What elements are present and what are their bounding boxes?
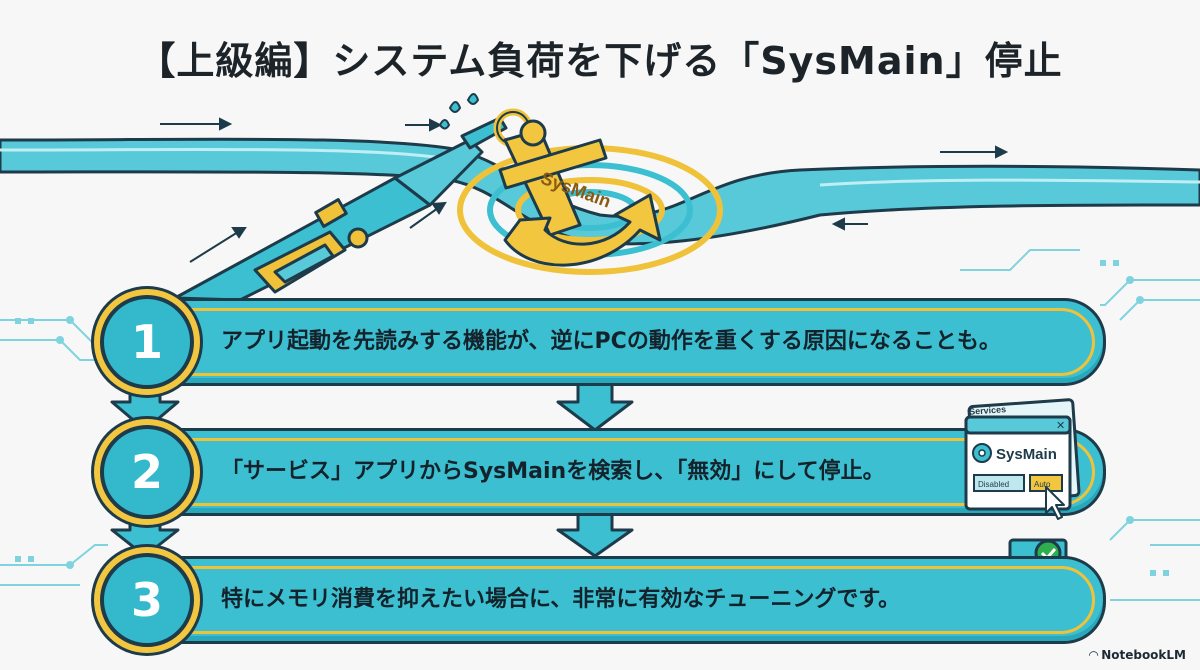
services-option-disabled: Disabled [978, 480, 1009, 489]
services-sysmain-name: SysMain [996, 446, 1057, 463]
step-2-text: 「サービス」アプリからSysMainを検索し、「無効」にして停止。 [221, 459, 885, 484]
circuit-dots [15, 260, 1169, 576]
services-window-title: Services [969, 404, 1007, 417]
notebooklm-logo-icon: ◠ [1088, 648, 1099, 662]
step-3-text: 特にメモリ消費を抑えたい場合に、非常に有効なチューニングです。 [221, 587, 901, 612]
step-2-bar: 「サービス」アプリからSysMainを検索し、「無効」にして停止。 [130, 428, 1106, 516]
splash-drops [438, 93, 480, 130]
cursor-icon [1045, 486, 1065, 520]
step-1-number: 1 [100, 295, 194, 389]
crane-arm [173, 116, 508, 302]
step-1-bar: アプリ起動を先読みする機能が、逆にPCの動作を重くする原因になることも。 [130, 298, 1106, 386]
services-option-auto: Auto [1034, 480, 1051, 489]
flow-arrows [160, 117, 1009, 263]
step-1-text: アプリ起動を先読みする機能が、逆にPCの動作を重くする原因になることも。 [221, 329, 1001, 354]
services-window: Services ✕ SysMain Disabled Auto [964, 398, 1081, 520]
brand-footer: ◠NotebookLM [1089, 648, 1186, 662]
step-3-number: 3 [100, 553, 194, 647]
anchor-sysmain [493, 108, 662, 267]
step-2-number: 2 [100, 425, 194, 519]
brand-name: NotebookLM [1101, 648, 1186, 662]
services-close-icon: ✕ [1056, 419, 1065, 432]
step-3-bar: 特にメモリ消費を抑えたい場合に、非常に有効なチューニングです。 [130, 556, 1106, 644]
page-title: 【上級編】システム負荷を下げる「SysMain」停止 [137, 39, 1063, 83]
data-stream [0, 137, 1200, 246]
